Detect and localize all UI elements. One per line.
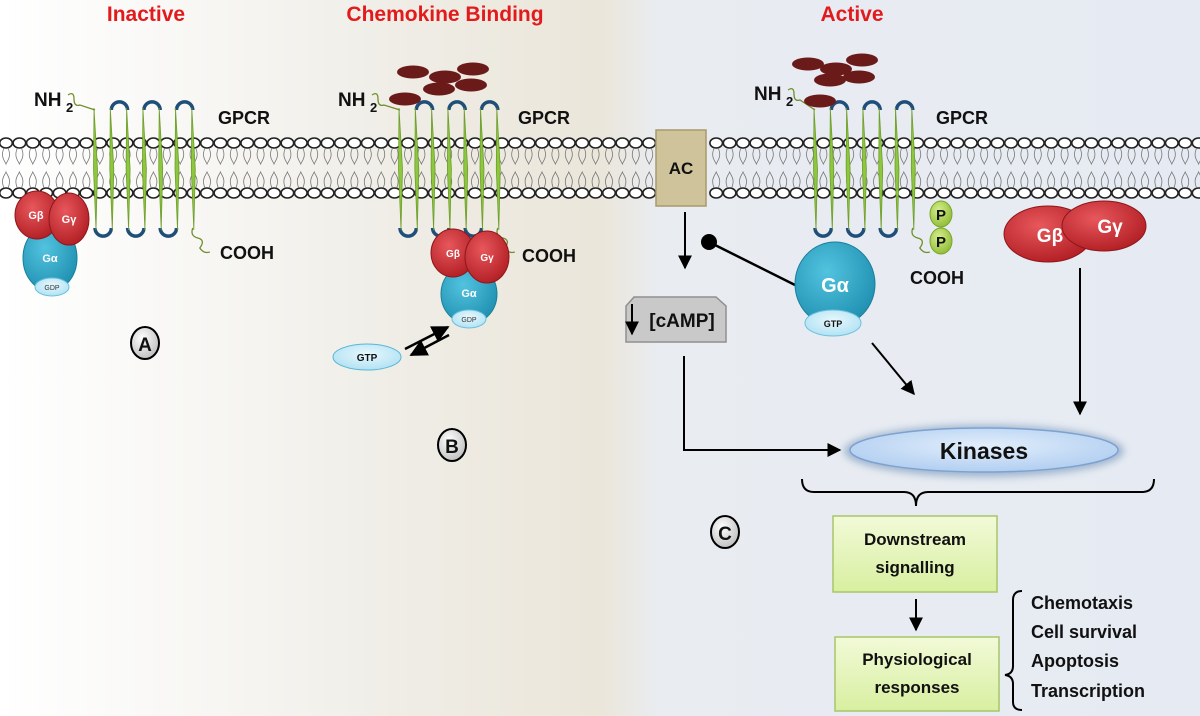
chemokine <box>389 92 421 106</box>
chemokine <box>457 62 489 76</box>
gpcr-label: GPCR <box>518 108 570 128</box>
gpcr-label: GPCR <box>218 108 270 128</box>
camp-box: [cAMP] <box>625 296 727 343</box>
panel-marker-a: A <box>130 326 160 360</box>
n-terminus-label: NH 2 <box>754 84 793 109</box>
chemokine <box>397 65 429 79</box>
chemokine <box>804 94 836 108</box>
svg-text:GDP: GDP <box>44 285 60 292</box>
panel-title-active: Active <box>820 3 883 26</box>
camp-to-kinases-arrow <box>683 356 842 457</box>
responses-brace <box>1004 590 1023 711</box>
gdp-nucleotide <box>34 277 70 297</box>
g-protein-heterotrimer-binding: Gα GDP Gβ Gγ GTP <box>332 228 510 371</box>
lipid-bilayer <box>0 137 1200 199</box>
svg-text:P: P <box>936 234 946 251</box>
gpcr-receptor-binding <box>371 93 516 254</box>
g-gamma-subunit <box>464 230 510 284</box>
svg-text:2: 2 <box>66 100 73 115</box>
svg-text:P: P <box>936 207 946 224</box>
panel-marker-b: B <box>437 428 467 462</box>
chemokine <box>820 62 852 76</box>
response-item: Chemotaxis <box>1031 593 1133 613</box>
downstream-signalling-box: Downstream signalling <box>832 515 998 593</box>
g-protein-heterotrimer-inactive: Gα GDP Gβ Gγ <box>14 190 90 297</box>
panel-title-inactive: Inactive <box>107 3 185 26</box>
response-item: Transcription <box>1031 681 1145 701</box>
kinases-node: Kinases <box>844 425 1124 477</box>
svg-text:GTP: GTP <box>357 353 378 364</box>
svg-text:NH: NH <box>34 90 61 111</box>
svg-text:Gα: Gα <box>821 275 850 297</box>
chemokine <box>846 53 878 67</box>
g-alpha-gtp-active: Gα GTP <box>794 241 876 337</box>
physiological-responses-box: Physiological responses <box>834 636 1000 712</box>
svg-text:Gβ: Gβ <box>446 249 460 260</box>
svg-text:Gβ: Gβ <box>28 210 44 222</box>
n-terminus-label: NH 2 <box>34 90 73 115</box>
svg-text:Gγ: Gγ <box>1097 217 1123 238</box>
chemokine <box>814 73 846 87</box>
svg-text:Gβ: Gβ <box>1037 226 1063 247</box>
svg-text:AC: AC <box>669 159 694 178</box>
kinases-brace <box>801 478 1155 507</box>
chemokine-cluster <box>389 62 489 106</box>
exchange-arrow <box>409 333 450 357</box>
svg-text:NH: NH <box>754 84 781 105</box>
gpcr-label: GPCR <box>936 108 988 128</box>
svg-text:Gα: Gα <box>461 288 477 300</box>
gpcr-receptor-active <box>787 88 931 254</box>
svg-text:[cAMP]: [cAMP] <box>649 311 714 332</box>
svg-text:Physiological: Physiological <box>862 650 972 669</box>
n-terminus-label: NH 2 <box>338 90 377 115</box>
gpcr-receptor-inactive <box>67 93 211 254</box>
svg-text:2: 2 <box>786 94 793 109</box>
svg-text:GTP: GTP <box>824 319 843 329</box>
responses-list: Chemotaxis Cell survival Apoptosis Trans… <box>1031 593 1145 701</box>
svg-text:NH: NH <box>338 90 365 111</box>
svg-text:Downstream: Downstream <box>864 530 966 549</box>
adenylyl-cyclase: AC <box>655 129 707 207</box>
chemokine-cluster <box>792 53 878 108</box>
gtp-nucleotide <box>332 343 402 371</box>
panel-title-chemokine-binding: Chemokine Binding <box>346 3 543 26</box>
gtp-nucleotide <box>804 309 862 337</box>
response-item: Cell survival <box>1031 622 1137 642</box>
svg-text:Gγ: Gγ <box>62 214 78 226</box>
inhibition-line <box>708 240 796 287</box>
chemokine <box>429 70 461 84</box>
g-beta-gamma-dimer: Gβ Gγ <box>1003 200 1147 263</box>
response-item: Apoptosis <box>1031 651 1119 671</box>
c-terminus-label: COOH <box>522 246 576 266</box>
svg-text:2: 2 <box>370 100 377 115</box>
svg-text:C: C <box>718 524 732 545</box>
svg-text:A: A <box>138 335 152 356</box>
chemokine <box>423 82 455 96</box>
gdp-nucleotide <box>451 309 487 329</box>
phosphate-group: P <box>929 200 953 228</box>
svg-text:signalling: signalling <box>875 558 954 577</box>
chemokine <box>843 70 875 84</box>
g-gamma-subunit <box>48 192 90 246</box>
chemokine <box>455 78 487 92</box>
inhibition-end-icon <box>701 234 717 250</box>
panel-marker-c: C <box>710 515 740 549</box>
g-gamma-subunit <box>1061 200 1147 252</box>
svg-text:responses: responses <box>874 678 959 697</box>
svg-text:Kinases: Kinases <box>940 438 1028 464</box>
phosphate-group: P <box>929 227 953 255</box>
c-terminus-label: COOH <box>910 268 964 288</box>
svg-text:Gα: Gα <box>42 253 58 265</box>
svg-text:B: B <box>445 437 459 458</box>
galpha-to-kinases-arrow <box>871 342 915 396</box>
chemokine <box>792 57 824 71</box>
svg-text:GDP: GDP <box>461 317 477 324</box>
svg-text:Gγ: Gγ <box>480 253 494 264</box>
c-terminus-label: COOH <box>220 243 274 263</box>
